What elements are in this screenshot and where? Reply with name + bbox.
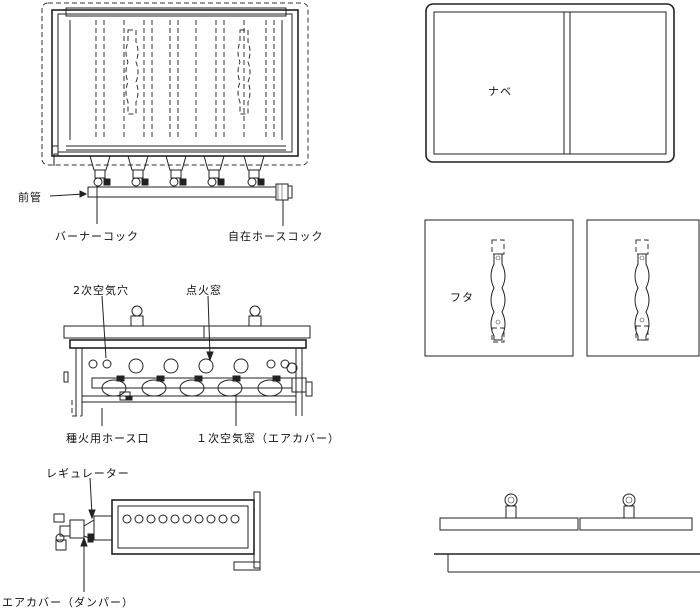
lid-left <box>424 219 574 357</box>
inner-frame <box>57 13 293 153</box>
secondary-air-holes <box>88 359 290 369</box>
label-pilot-hose-port: 種火用ホース口 <box>66 432 150 445</box>
side-burner-holes <box>122 514 240 524</box>
label-ignition-window: 点火窓 <box>186 284 222 297</box>
lid-handle-dashed-left <box>125 29 139 115</box>
top-view-burner <box>41 2 309 226</box>
outer-frame-dashed <box>41 2 309 166</box>
air-cover <box>93 515 113 541</box>
lid-handle-left <box>490 253 506 341</box>
side-body <box>111 499 255 555</box>
top-rim <box>69 339 307 349</box>
label-air-cover-damper: エアカバー（ダンパー） <box>2 596 134 609</box>
pan-side-view <box>434 493 700 573</box>
pan-top-view <box>425 3 675 163</box>
label-secondary-air-hole: 2次空気穴 <box>73 284 129 297</box>
label-pan: ナベ <box>488 85 512 98</box>
lid-side-right <box>579 517 693 531</box>
lid-handle-dashed-right <box>237 29 251 115</box>
label-regulator: レギュレーター <box>46 467 130 480</box>
front-lid <box>63 325 311 339</box>
hose-cock <box>275 183 293 201</box>
lid-side-left <box>439 517 579 531</box>
label-burner-cock: バーナーコック <box>55 230 139 243</box>
burner-cocks <box>89 155 265 187</box>
pan-inner <box>433 11 667 155</box>
label-lid: フタ <box>450 291 474 304</box>
lid-top-view <box>424 219 700 357</box>
label-front-pipe: 前管 <box>18 191 42 204</box>
label-free-hose-cock: 自在ホースコック <box>228 230 324 243</box>
front-cocks <box>101 375 283 397</box>
lid-right <box>586 219 700 357</box>
lid-handle-right <box>634 253 650 341</box>
side-view-burner <box>53 477 261 592</box>
outer-frame <box>51 9 299 157</box>
ignition-windows <box>128 358 249 374</box>
front-pipe <box>87 186 277 198</box>
front-view-burner <box>63 295 313 426</box>
pan-outer <box>425 3 675 163</box>
burner-tubes <box>95 20 275 140</box>
top-rail <box>65 7 287 17</box>
label-primary-air-window: １次空気窓（エアカバー） <box>196 432 340 445</box>
